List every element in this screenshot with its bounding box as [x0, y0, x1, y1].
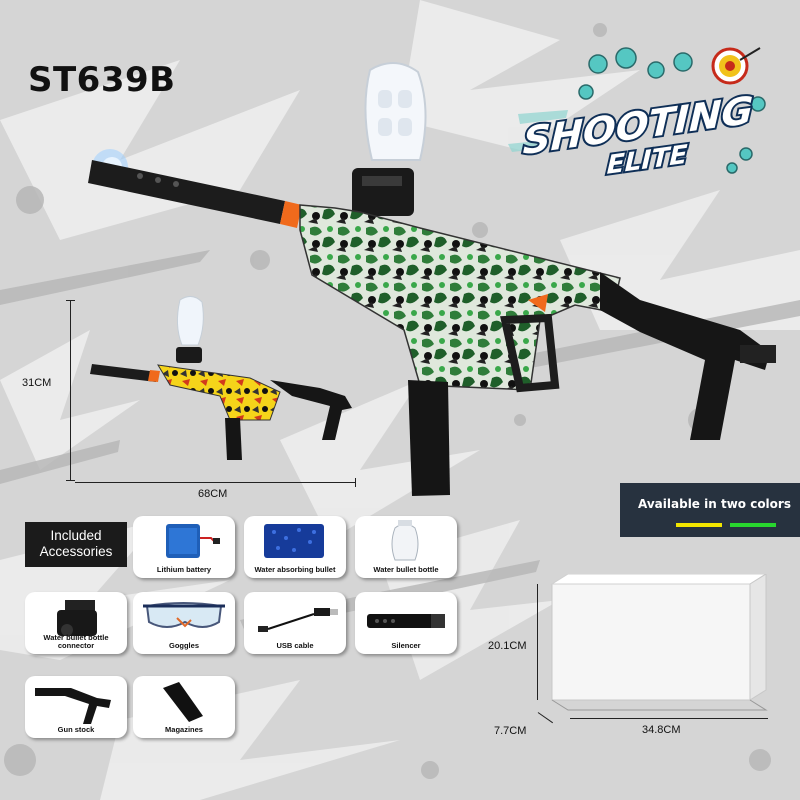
accessory-label: Water absorbing bullet: [254, 565, 336, 574]
available-colors-text: Available in two colors: [638, 497, 791, 511]
gel-ball-icon: [578, 47, 766, 174]
gel-beads-icon: [264, 524, 324, 558]
accessory-water-bullet-bottle: Water bullet bottle: [355, 516, 457, 578]
battery-icon: [166, 524, 220, 558]
accessory-label: Magazines: [165, 725, 203, 734]
box-length-line: [570, 718, 768, 719]
accessory-goggles: Goggles: [133, 592, 235, 654]
small-gun-yellow-variant: [90, 296, 352, 460]
accessory-label: Goggles: [168, 641, 199, 650]
accessory-label: USB cable: [276, 641, 314, 650]
accessory-bottle-connector: Water bullet bottle connector: [25, 592, 127, 654]
available-colors-banner: Available in two colors: [620, 483, 800, 537]
accessory-silencer: Silencer: [355, 592, 457, 654]
goggles-icon: [143, 602, 225, 628]
usb-cable-icon: [258, 608, 338, 632]
accessory-gun-stock: Gun stock: [25, 676, 127, 738]
box-length-label: 34.8CM: [642, 724, 681, 736]
accessory-label: Water bullet bottle connector: [43, 633, 109, 650]
accessory-label: Water bullet bottle: [373, 565, 439, 574]
connector-icon: [57, 600, 97, 636]
bottle-icon: [391, 520, 419, 561]
shooting-elite-logo: SHOOTING ELITE: [508, 47, 766, 183]
model-number: ST639B: [28, 60, 176, 100]
accessories-title-line1: Included: [50, 528, 102, 543]
silencer-icon: [367, 614, 445, 628]
box-depth-label: 7.7CM: [494, 725, 527, 737]
magazine-icon: [163, 682, 203, 722]
accessories-title-line2: Accessories: [39, 544, 113, 559]
accessory-lithium-battery: Lithium battery: [133, 516, 235, 578]
green-color-swatch: [730, 523, 776, 527]
included-accessories-title: Included Accessories: [25, 522, 127, 567]
gun-stock-icon: [35, 688, 111, 724]
gun-height-tick-bottom: [66, 480, 75, 481]
accessory-label: Silencer: [391, 641, 421, 650]
box-height-label: 20.1CM: [488, 640, 527, 652]
gun-height-label: 31CM: [22, 377, 52, 389]
yellow-color-swatch: [676, 523, 722, 527]
accessory-magazines: Magazines: [133, 676, 235, 738]
target-icon: [711, 47, 761, 85]
gun-length-tick-right: [355, 478, 356, 487]
gun-length-line: [75, 482, 355, 483]
main-gun-image: [88, 62, 776, 496]
gun-height-tick-top: [66, 300, 75, 301]
accessory-usb-cable: USB cable: [244, 592, 346, 654]
package-box: [550, 574, 768, 711]
gun-length-label: 68CM: [198, 488, 228, 500]
gun-height-line: [70, 300, 71, 480]
box-height-line: [537, 584, 538, 700]
accessory-label: Lithium battery: [156, 565, 212, 574]
accessory-label: Gun stock: [57, 725, 95, 734]
accessory-water-absorbing-bullet: Water absorbing bullet: [244, 516, 346, 578]
